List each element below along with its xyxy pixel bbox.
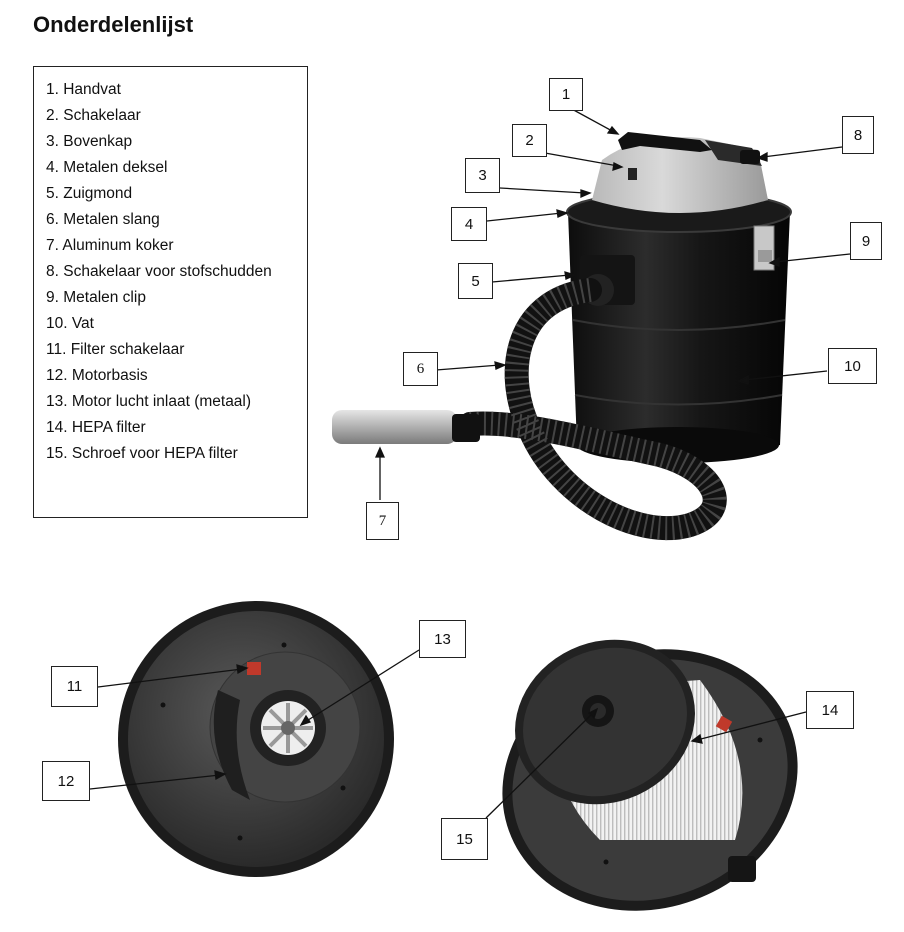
motor-base-illustration <box>118 601 394 877</box>
callout-7: 7 <box>366 502 399 540</box>
callout-11: 11 <box>51 666 98 707</box>
callout-9: 9 <box>850 222 882 260</box>
callout-4: 4 <box>451 207 487 241</box>
callout-12: 12 <box>42 761 90 801</box>
callout-3: 3 <box>465 158 500 193</box>
hepa-filter-illustration <box>465 608 834 932</box>
callout-2: 2 <box>512 124 547 157</box>
callout-5: 5 <box>458 263 493 299</box>
callout-13: 13 <box>419 620 466 658</box>
callout-10: 10 <box>828 348 877 384</box>
callout-15: 15 <box>441 818 488 860</box>
callout-1: 1 <box>549 78 583 111</box>
callout-14: 14 <box>806 691 854 729</box>
callout-8: 8 <box>842 116 874 154</box>
callout-6: 6 <box>403 352 438 386</box>
